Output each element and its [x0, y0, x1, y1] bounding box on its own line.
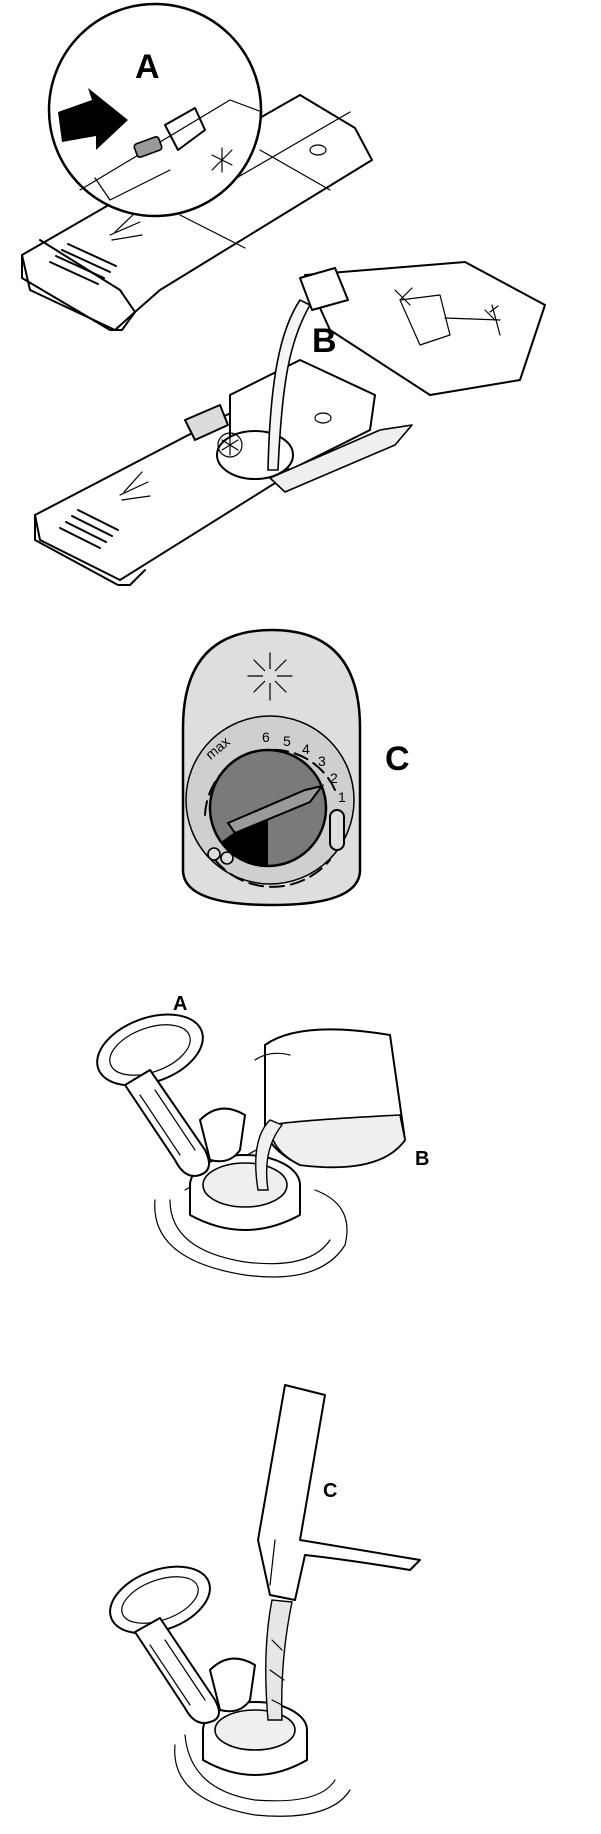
salt-cap-lower [109, 1565, 256, 1724]
push-arrow-icon [58, 88, 128, 150]
salt-container-pouring-panel: A B [96, 993, 429, 1278]
salt-cap [96, 1013, 246, 1177]
sparkle-icon [247, 652, 293, 701]
dial-number-5: 5 [283, 733, 291, 749]
spray-icon-lower [119, 471, 151, 501]
magnifier-detail [47, 2, 263, 218]
dial-number-1: 1 [338, 789, 346, 805]
label-b-top: B [312, 322, 337, 360]
vent-grille-lower [59, 509, 119, 549]
measuring-jug [254, 1028, 406, 1191]
salt-funnel [257, 1384, 421, 1721]
vent-grille [49, 243, 117, 285]
dispenser-open [34, 359, 413, 586]
rinse-aid-dial-panel: max 6 5 4 3 2 1 C [181, 628, 410, 907]
label-c-salt: C [323, 1480, 337, 1502]
rinse-aid-dispenser-panel: A [21, 2, 546, 586]
spray-icon [109, 211, 143, 241]
label-a-top: A [135, 48, 160, 86]
indicator-slot [329, 809, 345, 851]
sparkle-icon [211, 147, 233, 173]
label-c-dial: C [385, 740, 410, 778]
label-a-salt: A [173, 993, 187, 1015]
rinse-aid-bottle [267, 261, 546, 471]
dial-knob[interactable] [208, 748, 328, 868]
dial-number-4: 4 [302, 741, 310, 757]
salt-container-refill-panel: C [109, 1384, 421, 1817]
indicator-dot-2 [220, 851, 234, 865]
dial-number-3: 3 [318, 753, 326, 769]
label-b-salt: B [415, 1148, 429, 1170]
dispenser-closed [21, 94, 373, 331]
dial-number-6: 6 [262, 729, 270, 745]
indicator-dot-1 [207, 847, 221, 861]
dial-number-2: 2 [330, 770, 338, 786]
